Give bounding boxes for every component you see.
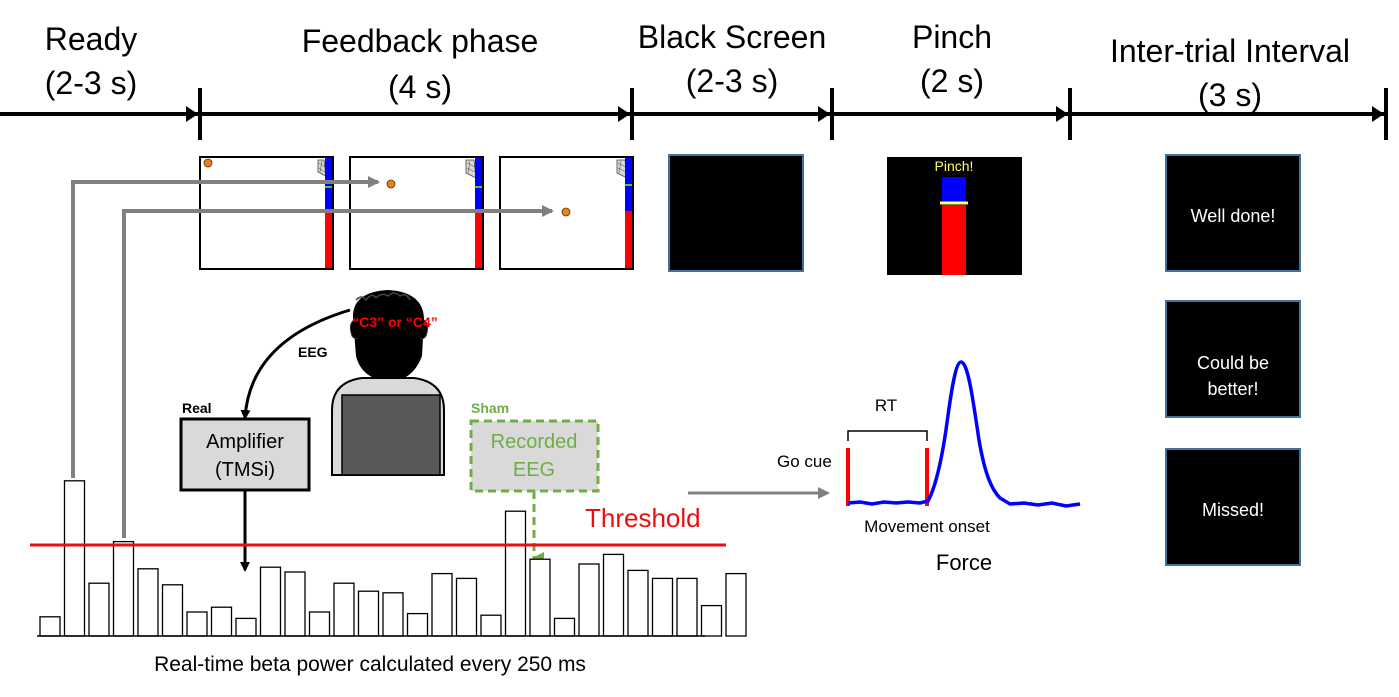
iti-message-well-done: Well done! — [1191, 206, 1276, 226]
beta-power-bar-18 — [455, 577, 478, 637]
phase-duration-black-screen: (2-3 s) — [686, 63, 778, 99]
pinch-bar-blue — [942, 177, 966, 202]
force-label: Force — [936, 550, 992, 575]
iti-screen-could-be-better: Could be better! — [1165, 300, 1301, 418]
ball-icon — [203, 158, 213, 168]
beta-power-bar-12 — [308, 611, 331, 637]
beta-power-bar-17 — [431, 572, 453, 637]
beta-power-bar-9 — [235, 617, 257, 637]
beta-power-caption: Real-time beta power calculated every 25… — [154, 653, 586, 676]
beta-power-bar-28 — [700, 604, 723, 637]
movement-onset-label: Movement onset — [864, 517, 990, 536]
beta-power-bar-19 — [480, 614, 502, 637]
channel-label: “C3” or “C4” — [352, 314, 438, 330]
beta-power-bar-8 — [210, 606, 233, 637]
beta-power-bar-11 — [284, 571, 306, 637]
subject-illustration: “C3” or “C4” — [331, 290, 445, 476]
threshold-label: Threshold — [585, 503, 701, 533]
force-panel: RT Go cue Movement onset Force — [777, 360, 1081, 575]
force-trace — [847, 360, 1081, 508]
beta-power-bar-22 — [553, 617, 576, 637]
power-bar-blue — [475, 158, 482, 211]
phase-label-ready: Ready — [45, 21, 138, 57]
beta-power-bar-26 — [651, 577, 674, 637]
subject-ear-right — [419, 319, 429, 340]
beta-power-bar-14 — [357, 590, 380, 637]
real-label: Real — [182, 400, 212, 416]
subject-head — [352, 290, 424, 378]
gray-arrow-1 — [71, 176, 380, 478]
rt-label: RT — [875, 396, 897, 415]
beta-power-bar-6 — [161, 584, 184, 637]
ball-icon — [386, 179, 396, 189]
phase-duration-iti: (3 s) — [1198, 77, 1262, 113]
amplifier-line1: Amplifier — [206, 431, 284, 453]
basket-icon — [465, 159, 477, 179]
black-screen — [668, 154, 804, 272]
go-cue-label: Go cue — [777, 452, 832, 471]
power-bar-blue — [325, 158, 332, 211]
recorded-eeg-line2: EEG — [513, 459, 555, 481]
ball-icon — [561, 207, 571, 217]
subject-ear-left — [349, 319, 359, 340]
power-bar-red — [625, 211, 632, 268]
amplifier-box: Amplifier (TMSi) — [179, 417, 311, 492]
power-bar-red — [325, 211, 332, 268]
beta-power-bar-24 — [602, 553, 625, 637]
beta-power-bar-5 — [137, 568, 159, 637]
phase-label-pinch: Pinch — [912, 19, 992, 55]
iti-message-could-be-better-line2: better! — [1207, 379, 1258, 399]
rt-bracket — [847, 430, 928, 441]
timeline-arrowheads — [186, 106, 1384, 122]
amplifier-line2: (TMSi) — [215, 459, 275, 481]
pinch-screen: Pinch! — [887, 157, 1022, 275]
recorded-eeg-line1: Recorded — [491, 431, 578, 453]
timeline-ticks — [198, 88, 1388, 140]
beta-power-bar-27 — [676, 577, 698, 637]
power-bar-red — [475, 211, 482, 268]
phase-duration-ready: (2-3 s) — [45, 65, 137, 101]
iti-message-could-be-better-line1: Could be — [1197, 353, 1269, 373]
iti-message-missed: Missed! — [1202, 500, 1264, 520]
beta-power-bar-3 — [88, 582, 110, 637]
feedback-link-arrows — [71, 176, 554, 538]
beta-power-bar-10 — [259, 566, 282, 637]
phase-label-iti: Inter-trial Interval — [1110, 33, 1350, 69]
beta-power-bar-4 — [112, 540, 135, 637]
timeline: Ready (2-3 s) Feedback phase (4 s) Black… — [0, 19, 1388, 140]
phase-duration-pinch: (2 s) — [920, 63, 984, 99]
iti-screen-missed: Missed! — [1165, 448, 1301, 566]
beta-power-bar-2 — [63, 480, 86, 637]
phase-label-feedback: Feedback phase — [302, 23, 539, 59]
beta-power-bar-29 — [725, 572, 747, 637]
beta-power-bar-13 — [333, 582, 355, 637]
beta-power-bar-20 — [504, 510, 527, 637]
eeg-label: EEG — [298, 344, 328, 360]
beta-power-bar-7 — [186, 611, 208, 637]
gray-arrow-2 — [122, 205, 554, 538]
sham-label: Sham — [471, 400, 509, 416]
phase-label-black-screen: Black Screen — [638, 19, 827, 55]
beta-power-bar-23 — [578, 563, 600, 637]
beta-power-bar-1 — [39, 616, 61, 637]
recorded-eeg-box: Recorded EEG — [469, 419, 600, 493]
pinch-cue-text: Pinch! — [935, 158, 974, 174]
beta-power-bar-21 — [529, 558, 551, 637]
pinch-bar-red — [942, 205, 966, 275]
eeg-arrow — [240, 308, 351, 420]
subject-hair-texture — [355, 292, 411, 302]
phase-duration-feedback: (4 s) — [388, 69, 452, 105]
laptop-screen — [341, 394, 441, 476]
beta-power-bar-16 — [406, 612, 429, 637]
beta-power-bar-25 — [627, 569, 649, 637]
iti-screen-well-done: Well done! — [1165, 154, 1301, 272]
beta-power-bar-15 — [382, 592, 404, 637]
